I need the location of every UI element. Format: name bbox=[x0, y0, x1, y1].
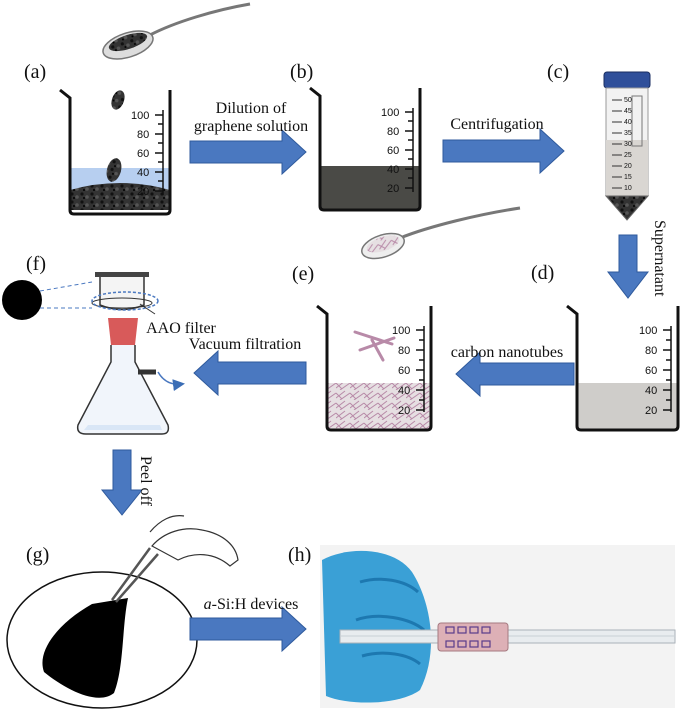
arrow-c-d bbox=[606, 234, 650, 299]
caption-carbon-nanotubes: carbon nanotubes bbox=[450, 344, 564, 361]
tick-label: 100 bbox=[392, 325, 410, 337]
peeled-film bbox=[6, 515, 239, 709]
tick-label: 100 bbox=[639, 325, 657, 337]
panel-label-h: (h) bbox=[288, 544, 312, 566]
caption-devices-rest: -Si:H devices bbox=[211, 596, 299, 613]
beaker-b bbox=[309, 86, 422, 212]
scale-tube: 50 45 40 35 30 25 20 15 10 bbox=[624, 97, 632, 192]
tick-label: 40 bbox=[645, 385, 657, 397]
arrow-f-g bbox=[100, 449, 144, 516]
beaker-e bbox=[316, 304, 433, 432]
tick-label: 40 bbox=[137, 167, 149, 179]
tick-label: 80 bbox=[398, 345, 410, 357]
tick-label: 80 bbox=[645, 345, 657, 357]
tick-label: 20 bbox=[624, 163, 632, 170]
panel-label-g: (g) bbox=[26, 544, 50, 566]
caption-vacuum-filtration: Vacuum filtration bbox=[188, 336, 302, 353]
caption-devices: a-Si:H devices bbox=[186, 596, 316, 614]
panel-label-a: (a) bbox=[24, 61, 47, 83]
arrow-b-c bbox=[442, 127, 565, 175]
tick-label: 25 bbox=[624, 152, 632, 159]
arrow-a-b bbox=[189, 128, 307, 176]
spoon-graphene bbox=[102, 2, 251, 60]
scale-a: 100 80 60 40 20 bbox=[131, 110, 149, 198]
caption-supernatant: Supernatant bbox=[651, 220, 668, 297]
tick-label: 40 bbox=[624, 119, 632, 126]
panel-label-d: (d) bbox=[531, 262, 555, 284]
panel-label-c: (c) bbox=[547, 61, 570, 83]
tick-label: 20 bbox=[398, 405, 410, 417]
caption-devices-italic: a bbox=[203, 596, 212, 613]
tick-label: 40 bbox=[387, 164, 399, 176]
centrifuge-tube bbox=[603, 71, 651, 221]
spoon-cnt bbox=[361, 206, 521, 260]
tick-label: 45 bbox=[624, 108, 632, 115]
tick-label: 80 bbox=[387, 126, 399, 138]
process-arrows bbox=[100, 127, 650, 653]
tick-label: 50 bbox=[624, 97, 632, 104]
tick-label: 30 bbox=[624, 141, 632, 148]
panel-label-e: (e) bbox=[292, 263, 315, 285]
beaker-a bbox=[59, 88, 172, 216]
tick-label: 35 bbox=[624, 130, 632, 137]
scale-d: 100 80 60 40 20 bbox=[639, 325, 657, 417]
arrow-g-h bbox=[189, 605, 307, 653]
tick-label: 40 bbox=[398, 385, 410, 397]
tick-label: 20 bbox=[137, 186, 149, 198]
tick-label: 60 bbox=[137, 148, 149, 160]
tick-label: 100 bbox=[131, 110, 149, 122]
tick-label: 15 bbox=[624, 174, 632, 181]
tick-label: 80 bbox=[137, 129, 149, 141]
caption-aao-filter: AAO filter bbox=[146, 320, 216, 337]
tick-label: 60 bbox=[387, 145, 399, 157]
tick-label: 20 bbox=[387, 183, 399, 195]
caption-dilution-line2: graphene solution bbox=[193, 118, 309, 135]
panel-label-f: (f) bbox=[26, 253, 46, 275]
arrow-d-e bbox=[455, 350, 575, 398]
caption-dilution-line1: Dilution of bbox=[215, 100, 287, 117]
scale-b: 100 80 60 40 20 bbox=[381, 107, 399, 195]
tick-label: 10 bbox=[624, 185, 632, 192]
tick-label: 60 bbox=[398, 365, 410, 377]
beaker-d bbox=[566, 304, 680, 432]
device-photo bbox=[320, 545, 676, 708]
caption-centrifugation: Centrifugation bbox=[450, 116, 544, 133]
arrow-e-f bbox=[193, 349, 307, 397]
filtration-flask bbox=[2, 272, 185, 435]
caption-peel-off: Peel off bbox=[137, 456, 154, 506]
tick-label: 20 bbox=[645, 405, 657, 417]
scale-e: 100 80 60 40 20 bbox=[392, 325, 410, 417]
tick-label: 100 bbox=[381, 107, 399, 119]
tick-label: 60 bbox=[645, 365, 657, 377]
panel-label-b: (b) bbox=[290, 61, 314, 83]
